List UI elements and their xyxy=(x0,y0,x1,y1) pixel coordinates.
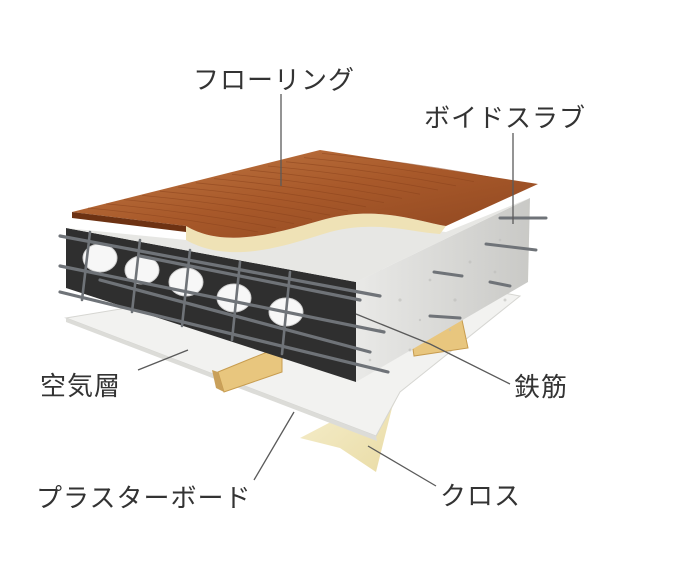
rebar-stirrup-3 xyxy=(180,248,192,328)
grain-line-10 xyxy=(249,169,421,195)
label-plasterboard: プラスターボード xyxy=(36,484,252,514)
label-void-slab: ボイドスラブ xyxy=(424,104,587,134)
leader-air-layer xyxy=(137,349,189,371)
flooring-underlay xyxy=(186,213,446,253)
grain-line-4 xyxy=(141,195,313,220)
grain-line-9 xyxy=(231,174,403,199)
grain-line-14 xyxy=(321,153,493,178)
rebar-bar-3 xyxy=(58,290,390,374)
label-rebar: 鉄筋 xyxy=(514,373,569,403)
rebar-stirrup-4 xyxy=(230,260,242,342)
flooring-surface xyxy=(72,150,538,238)
grain-line-2 xyxy=(105,203,277,229)
grain-line-3 xyxy=(123,199,295,224)
rebar-stub-4 xyxy=(488,280,512,288)
rebar-stub-2 xyxy=(484,242,538,252)
grain-line-5 xyxy=(159,190,331,216)
timber-joists xyxy=(212,319,469,393)
rebar-grid xyxy=(58,216,548,374)
grain-line-6 xyxy=(177,186,349,212)
label-air-layer: 空気層 xyxy=(40,372,122,402)
rebar-stirrup-2 xyxy=(130,238,142,314)
grain-line-1 xyxy=(87,207,259,233)
rebar-bar-4 xyxy=(138,254,362,302)
grain-line-13 xyxy=(303,157,475,182)
grain-line-8 xyxy=(213,178,385,203)
rebar-stub-3 xyxy=(432,270,464,278)
label-flooring: フローリング xyxy=(193,66,356,96)
rebar-bar-2 xyxy=(58,264,386,334)
rebar-stirrup-1 xyxy=(80,230,92,302)
rebar-stub-5 xyxy=(428,314,462,320)
grain-line-11 xyxy=(267,165,439,191)
grain-line-7 xyxy=(195,182,367,208)
rebar-bar-1 xyxy=(58,234,382,298)
leader-lines xyxy=(137,94,514,487)
flooring-edge xyxy=(72,212,186,232)
leader-rebar xyxy=(355,313,511,385)
leader-plasterboard xyxy=(253,411,295,481)
concrete-texture xyxy=(368,238,507,362)
leader-cloth xyxy=(367,445,437,487)
grain-line-12 xyxy=(285,161,457,187)
label-cloth: クロス xyxy=(440,482,522,512)
wood-grain xyxy=(87,153,493,233)
rebar-stirrup-5 xyxy=(280,270,292,356)
